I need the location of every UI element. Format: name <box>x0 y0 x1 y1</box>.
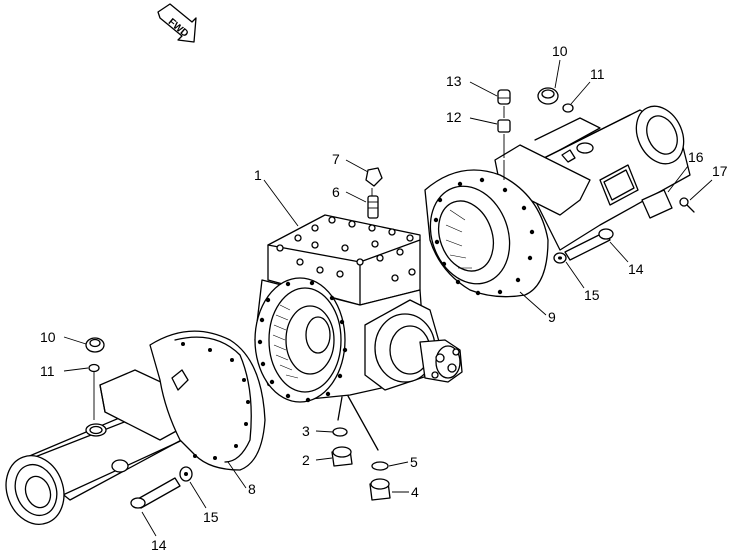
callout-9: 9 <box>548 309 556 325</box>
fitting-12 <box>497 119 511 180</box>
callout-7: 7 <box>332 151 340 167</box>
callout-6: 6 <box>332 184 340 200</box>
washer-15-left <box>179 466 193 482</box>
callout-5: 5 <box>410 454 418 470</box>
callout-16: 16 <box>688 149 704 165</box>
callout-10-left: 10 <box>40 329 56 345</box>
fwd-arrow-icon: FWD <box>157 3 197 43</box>
callout-15-right: 15 <box>584 287 600 303</box>
oring-3 <box>332 427 348 437</box>
callout-13: 13 <box>446 73 462 89</box>
callout-8: 8 <box>248 481 256 497</box>
plug-10-left <box>85 337 105 353</box>
differential-carrier <box>254 214 463 451</box>
callout-11-right: 11 <box>590 66 605 82</box>
fitting-6 <box>367 195 379 219</box>
plug-2 <box>331 446 353 467</box>
bolt-17 <box>679 197 695 213</box>
bolt-14-right <box>564 228 614 261</box>
callout-1: 1 <box>254 167 262 183</box>
cover-plate-16 <box>641 189 673 219</box>
callout-10-right: 10 <box>552 43 568 59</box>
callout-14-left: 14 <box>151 537 167 551</box>
callout-labels: 1 2 3 4 5 6 7 8 9 10 11 12 13 14 15 16 1… <box>40 43 728 551</box>
callout-15-left: 15 <box>203 509 219 525</box>
right-axle-housing <box>424 105 691 298</box>
oring-5 <box>371 461 389 471</box>
plug-4 <box>369 478 391 501</box>
oring-11-right <box>562 103 574 113</box>
plug-13 <box>497 89 511 118</box>
callout-3: 3 <box>302 423 310 439</box>
washer-15-right <box>553 252 567 264</box>
breather-7 <box>365 167 383 196</box>
callout-14-right: 14 <box>628 261 644 277</box>
left-axle-housing <box>5 330 266 525</box>
leader-lines <box>63 59 713 537</box>
oring-11-left <box>88 363 100 420</box>
bolt-14-left <box>130 477 181 509</box>
callout-11-left: 11 <box>40 363 55 379</box>
plug-10-right <box>537 87 559 105</box>
callout-17: 17 <box>712 163 728 179</box>
callout-4: 4 <box>411 484 419 500</box>
callout-12: 12 <box>446 109 462 125</box>
callout-2: 2 <box>302 452 310 468</box>
